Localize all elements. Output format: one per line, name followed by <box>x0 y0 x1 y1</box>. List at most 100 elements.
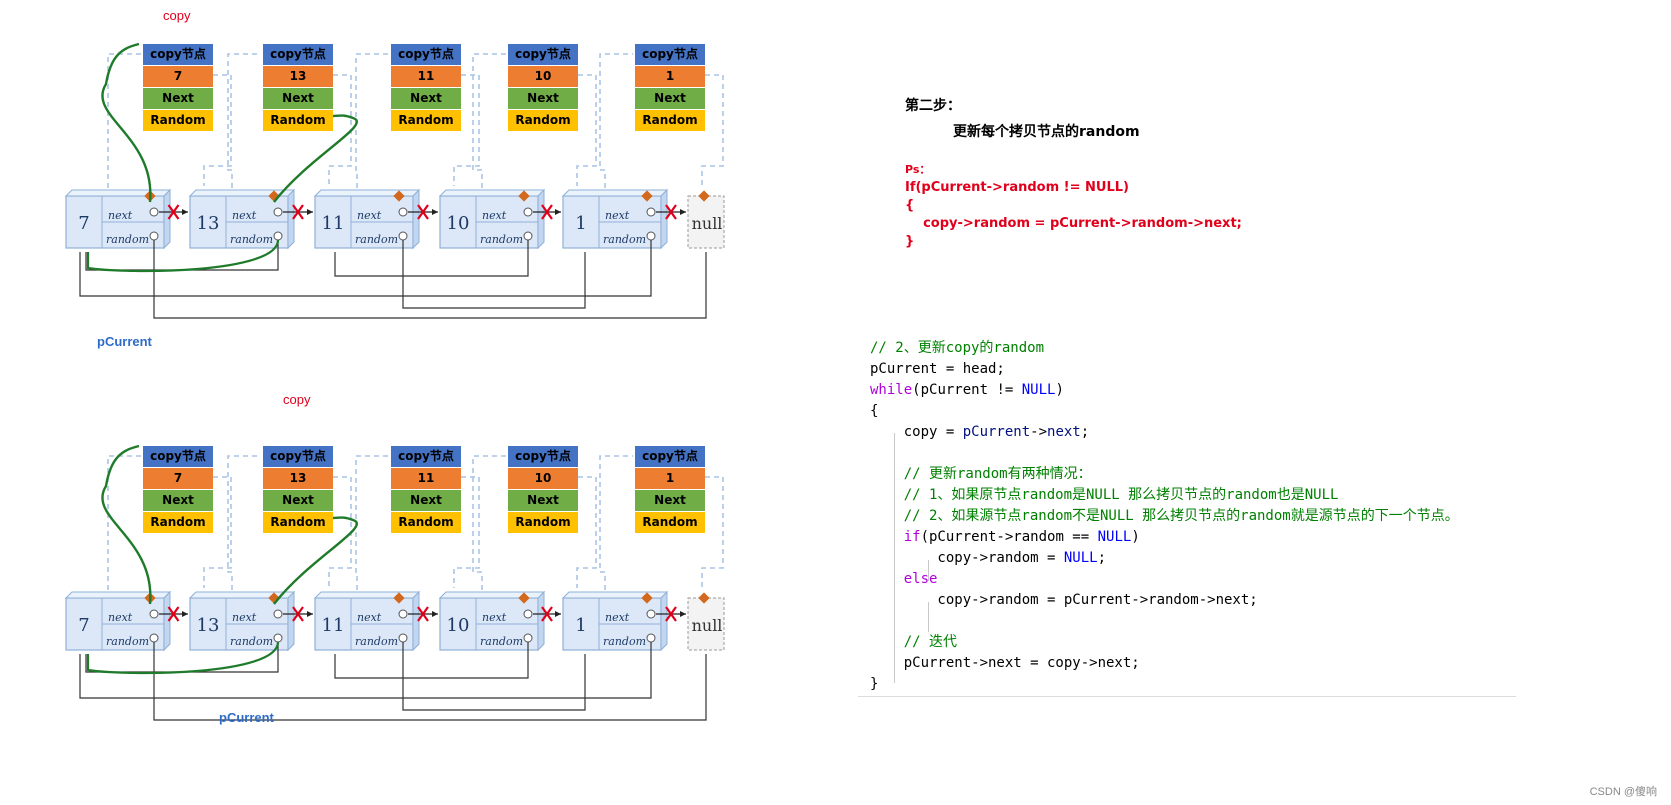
copy-node-next: Next <box>143 490 213 512</box>
code-text: ; <box>1080 424 1090 440</box>
dashed-link <box>599 53 633 188</box>
code-identifier: pCurrent <box>962 424 1031 440</box>
code-comment: // 迭代 <box>870 634 958 650</box>
cut-mark-icon <box>417 204 429 220</box>
copy-node-next: Next <box>635 490 705 512</box>
node-random-label: random <box>355 635 398 648</box>
node-value: 11 <box>321 615 345 636</box>
cut-mark-icon <box>417 606 429 622</box>
code-line: copy->random = pCurrent->random->next; <box>870 592 1258 608</box>
copy-node-value: 13 <box>263 66 333 88</box>
code-text: (pCurrent->random == <box>920 529 1098 545</box>
dashed-link <box>472 53 506 188</box>
node-box-side <box>412 188 420 250</box>
pcurrent-label: pCurrent <box>97 334 152 349</box>
node-next-label: next <box>232 611 257 624</box>
copy-node-random: Random <box>508 512 578 534</box>
cut-mark-icon <box>541 204 553 220</box>
node-value: 13 <box>196 615 220 636</box>
code-line: pCurrent->next = copy->next; <box>870 655 1140 671</box>
dashed-link <box>576 74 597 186</box>
code-line: pCurrent = head; <box>870 361 1005 377</box>
node-next-label: next <box>605 611 630 624</box>
random-arrow <box>402 240 586 309</box>
copy-node-header: copy节点 <box>143 44 213 66</box>
copy-node-header: copy节点 <box>263 44 333 66</box>
copy-node-random: Random <box>508 110 578 132</box>
cut-mark-icon <box>167 204 180 220</box>
code-block: // 2、更新copy的random pCurrent = head; whil… <box>858 338 1516 697</box>
node-random-label: random <box>230 635 273 648</box>
indent-guide <box>894 433 895 683</box>
cut-mark-icon <box>665 204 677 220</box>
node-box-side <box>163 590 171 652</box>
indent-guide <box>928 602 929 632</box>
code-comment: // 2、如果源节点random不是NULL 那么拷贝节点的random就是源节… <box>870 508 1459 524</box>
node-next-label: next <box>482 209 507 222</box>
dashed-link <box>472 455 506 590</box>
dashed-link <box>701 476 724 588</box>
next-pointer-dot <box>523 207 533 217</box>
copy-node-header: copy节点 <box>635 446 705 468</box>
node-value: 10 <box>446 213 470 234</box>
dashed-link <box>203 74 232 186</box>
node-random-label: random <box>603 233 646 246</box>
highlight-arrow <box>273 516 358 605</box>
copy-node-random: Random <box>635 110 705 132</box>
node-box-side <box>287 590 295 652</box>
copy-node-next: Next <box>391 490 461 512</box>
copy-node-value: 1 <box>635 468 705 490</box>
ps-line: If(pCurrent->random != NULL) <box>905 180 1129 195</box>
null-node: null <box>691 214 723 233</box>
copy-node-value: 1 <box>635 66 705 88</box>
pointer-diamond-icon <box>698 190 710 202</box>
code-text: -> <box>1030 424 1048 440</box>
arrowhead <box>432 209 438 215</box>
code-text: (pCurrent != <box>912 382 1022 398</box>
node-box-side <box>537 590 545 652</box>
copy-node-random: Random <box>263 110 333 132</box>
random-arrow <box>153 240 707 319</box>
null-node: null <box>691 616 723 635</box>
arrowhead <box>182 611 188 617</box>
highlight-arrow <box>273 114 358 203</box>
code-keyword: NULL <box>1021 382 1056 398</box>
code-keyword: while <box>870 382 913 398</box>
dashed-link <box>328 476 352 588</box>
node-next-label: next <box>357 209 382 222</box>
node-next-label: next <box>605 209 630 222</box>
random-arrow <box>402 642 586 711</box>
node-random-label: random <box>106 635 149 648</box>
dashed-link <box>328 74 352 186</box>
copy-node-random: Random <box>391 512 461 534</box>
next-pointer-dot <box>273 207 283 217</box>
copy-node-next: Next <box>508 490 578 512</box>
copy-node-header: copy节点 <box>508 446 578 468</box>
copy-node-header: copy节点 <box>508 44 578 66</box>
cut-mark-icon <box>541 606 553 622</box>
code-line: while(pCurrent != NULL) <box>870 380 1064 401</box>
dashed-link <box>227 455 261 590</box>
code-comment: // 2、更新copy的random <box>870 340 1045 356</box>
copy-node-next: Next <box>263 88 333 110</box>
random-arrow <box>79 240 652 297</box>
random-arrow <box>334 642 529 679</box>
node-random-label: random <box>230 233 273 246</box>
node-box-side <box>163 188 171 250</box>
copy-node-random: Random <box>143 110 213 132</box>
copy-label: copy <box>163 8 191 23</box>
copy-node-header: copy节点 <box>263 446 333 468</box>
highlight-arrow <box>86 239 280 273</box>
random-arrow <box>334 240 529 277</box>
ps-line: copy->random = pCurrent->random->next; <box>905 216 1242 231</box>
cut-mark-icon <box>665 606 677 622</box>
pointer-diamond-icon <box>641 592 653 604</box>
node-value: 11 <box>321 213 345 234</box>
